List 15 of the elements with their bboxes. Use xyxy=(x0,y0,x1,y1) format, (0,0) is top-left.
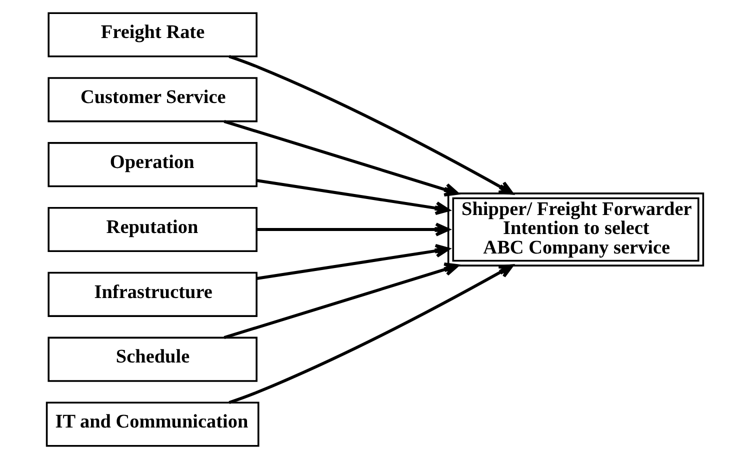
arrow xyxy=(228,264,514,404)
node-box: Customer Service xyxy=(48,77,258,122)
node-box: Shipper/ Freight Forwarder Intention to select ABC Company service xyxy=(447,192,704,266)
node-box: Freight Rate xyxy=(48,12,258,58)
arrow xyxy=(224,120,459,196)
node-box: Reputation xyxy=(48,206,258,252)
arrow xyxy=(228,55,514,195)
arrow xyxy=(224,262,459,340)
node-box: IT and Communication xyxy=(46,402,260,447)
node-box: Infrastructure xyxy=(48,272,258,317)
node-box: Schedule xyxy=(48,336,258,382)
arrow xyxy=(256,244,450,280)
arrow xyxy=(256,178,450,216)
node-box: Operation xyxy=(48,142,258,188)
arrow xyxy=(256,222,450,236)
